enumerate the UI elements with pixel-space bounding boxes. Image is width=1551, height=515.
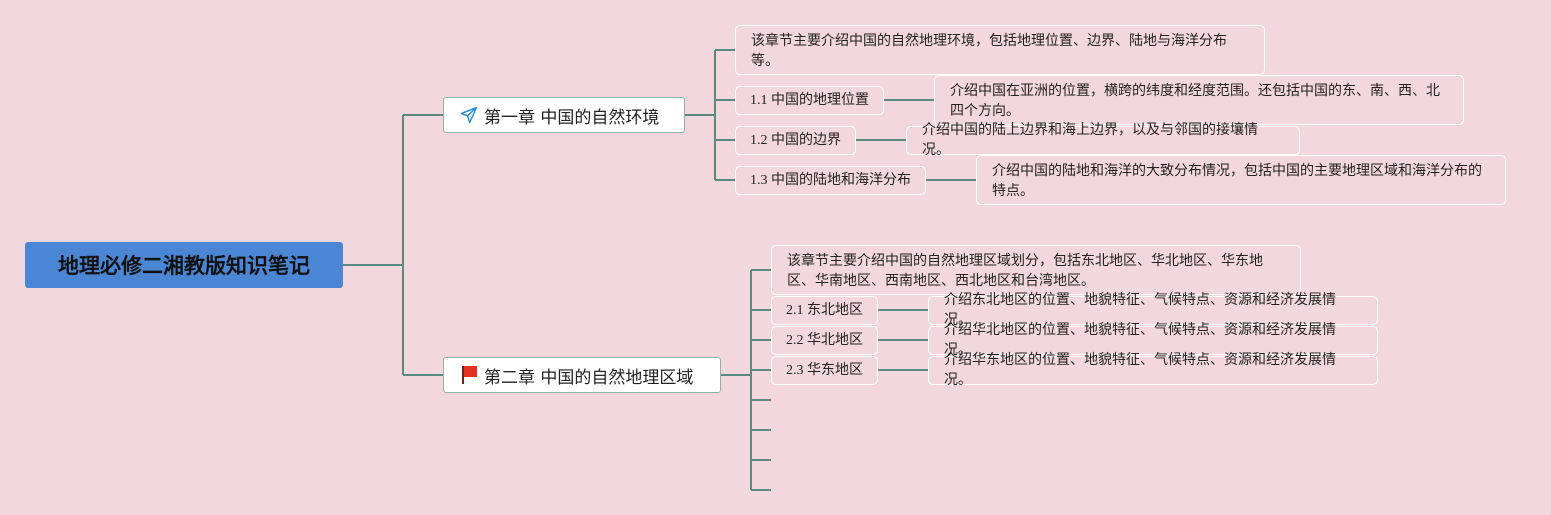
root-topic[interactable]: 地理必修二湘教版知识笔记 [25, 242, 343, 288]
section-2-3-desc[interactable]: 介绍华东地区的位置、地貌特征、气候特点、资源和经济发展情况。 [928, 353, 1378, 388]
section-2-1-desc-text: 介绍东北地区的位置、地貌特征、气候特点、资源和经济发展情况。 [944, 292, 1336, 328]
section-2-1-title: 2.1 东北地区 [786, 302, 863, 318]
section-1-3-desc[interactable]: 介绍中国的陆地和海洋的大致分布情况，包括中国的主要地理区域和海洋分布的特点。 [976, 155, 1506, 205]
section-1-2[interactable]: 1.2 中国的边界 [735, 126, 856, 155]
section-1-2-desc[interactable]: 介绍中国的陆上边界和海上边界，以及与邻国的接壤情况。 [906, 123, 1300, 158]
red-flag-icon [460, 365, 478, 385]
section-2-2-desc-text: 介绍华北地区的位置、地貌特征、气候特点、资源和经济发展情况。 [944, 322, 1336, 358]
section-2-1[interactable]: 2.1 东北地区 [771, 296, 878, 325]
chapter-1-summary[interactable]: 该章节主要介绍中国的自然地理环境，包括地理位置、边界、陆地与海洋分布等。 [735, 25, 1265, 75]
section-1-2-desc-text: 介绍中国的陆上边界和海上边界，以及与邻国的接壤情况。 [922, 122, 1258, 158]
chapter-2-title: 第二章 中国的自然地理区域 [484, 367, 694, 388]
chapter-1-title: 第一章 中国的自然环境 [484, 107, 660, 128]
section-1-1-desc-text: 介绍中国在亚洲的位置，横跨的纬度和经度范围。还包括中国的东、南、西、北四个方向。 [950, 84, 1440, 119]
section-2-2[interactable]: 2.2 华北地区 [771, 326, 878, 355]
section-2-1-desc[interactable]: 介绍东北地区的位置、地貌特征、气候特点、资源和经济发展情况。 [928, 293, 1378, 328]
chapter-2-topic[interactable]: 第二章 中国的自然地理区域 [443, 357, 721, 393]
section-2-2-desc[interactable]: 介绍华北地区的位置、地貌特征、气候特点、资源和经济发展情况。 [928, 323, 1378, 358]
chapter-2-summary-text: 该章节主要介绍中国的自然地理区域划分，包括东北地区、华北地区、华东地区、华南地区… [787, 254, 1263, 289]
section-1-1-desc[interactable]: 介绍中国在亚洲的位置，横跨的纬度和经度范围。还包括中国的东、南、西、北四个方向。 [934, 75, 1464, 125]
chapter-1-summary-text: 该章节主要介绍中国的自然地理环境，包括地理位置、边界、陆地与海洋分布等。 [751, 34, 1227, 69]
section-2-3-desc-text: 介绍华东地区的位置、地貌特征、气候特点、资源和经济发展情况。 [944, 352, 1336, 388]
root-title: 地理必修二湘教版知识笔记 [58, 254, 310, 278]
section-1-3-title: 1.3 中国的陆地和海洋分布 [750, 172, 911, 188]
section-2-3-title: 2.3 华东地区 [786, 362, 863, 378]
section-1-2-title: 1.2 中国的边界 [750, 132, 841, 148]
chapter-2-summary[interactable]: 该章节主要介绍中国的自然地理区域划分，包括东北地区、华北地区、华东地区、华南地区… [771, 245, 1301, 295]
section-1-1[interactable]: 1.1 中国的地理位置 [735, 86, 884, 115]
section-1-1-title: 1.1 中国的地理位置 [750, 92, 869, 108]
section-1-3[interactable]: 1.3 中国的陆地和海洋分布 [735, 166, 926, 195]
section-2-3[interactable]: 2.3 华东地区 [771, 356, 878, 385]
chapter-1-topic[interactable]: 第一章 中国的自然环境 [443, 97, 685, 133]
paper-plane-icon [460, 106, 478, 124]
section-2-2-title: 2.2 华北地区 [786, 332, 863, 348]
section-1-3-desc-text: 介绍中国的陆地和海洋的大致分布情况，包括中国的主要地理区域和海洋分布的特点。 [992, 164, 1482, 199]
